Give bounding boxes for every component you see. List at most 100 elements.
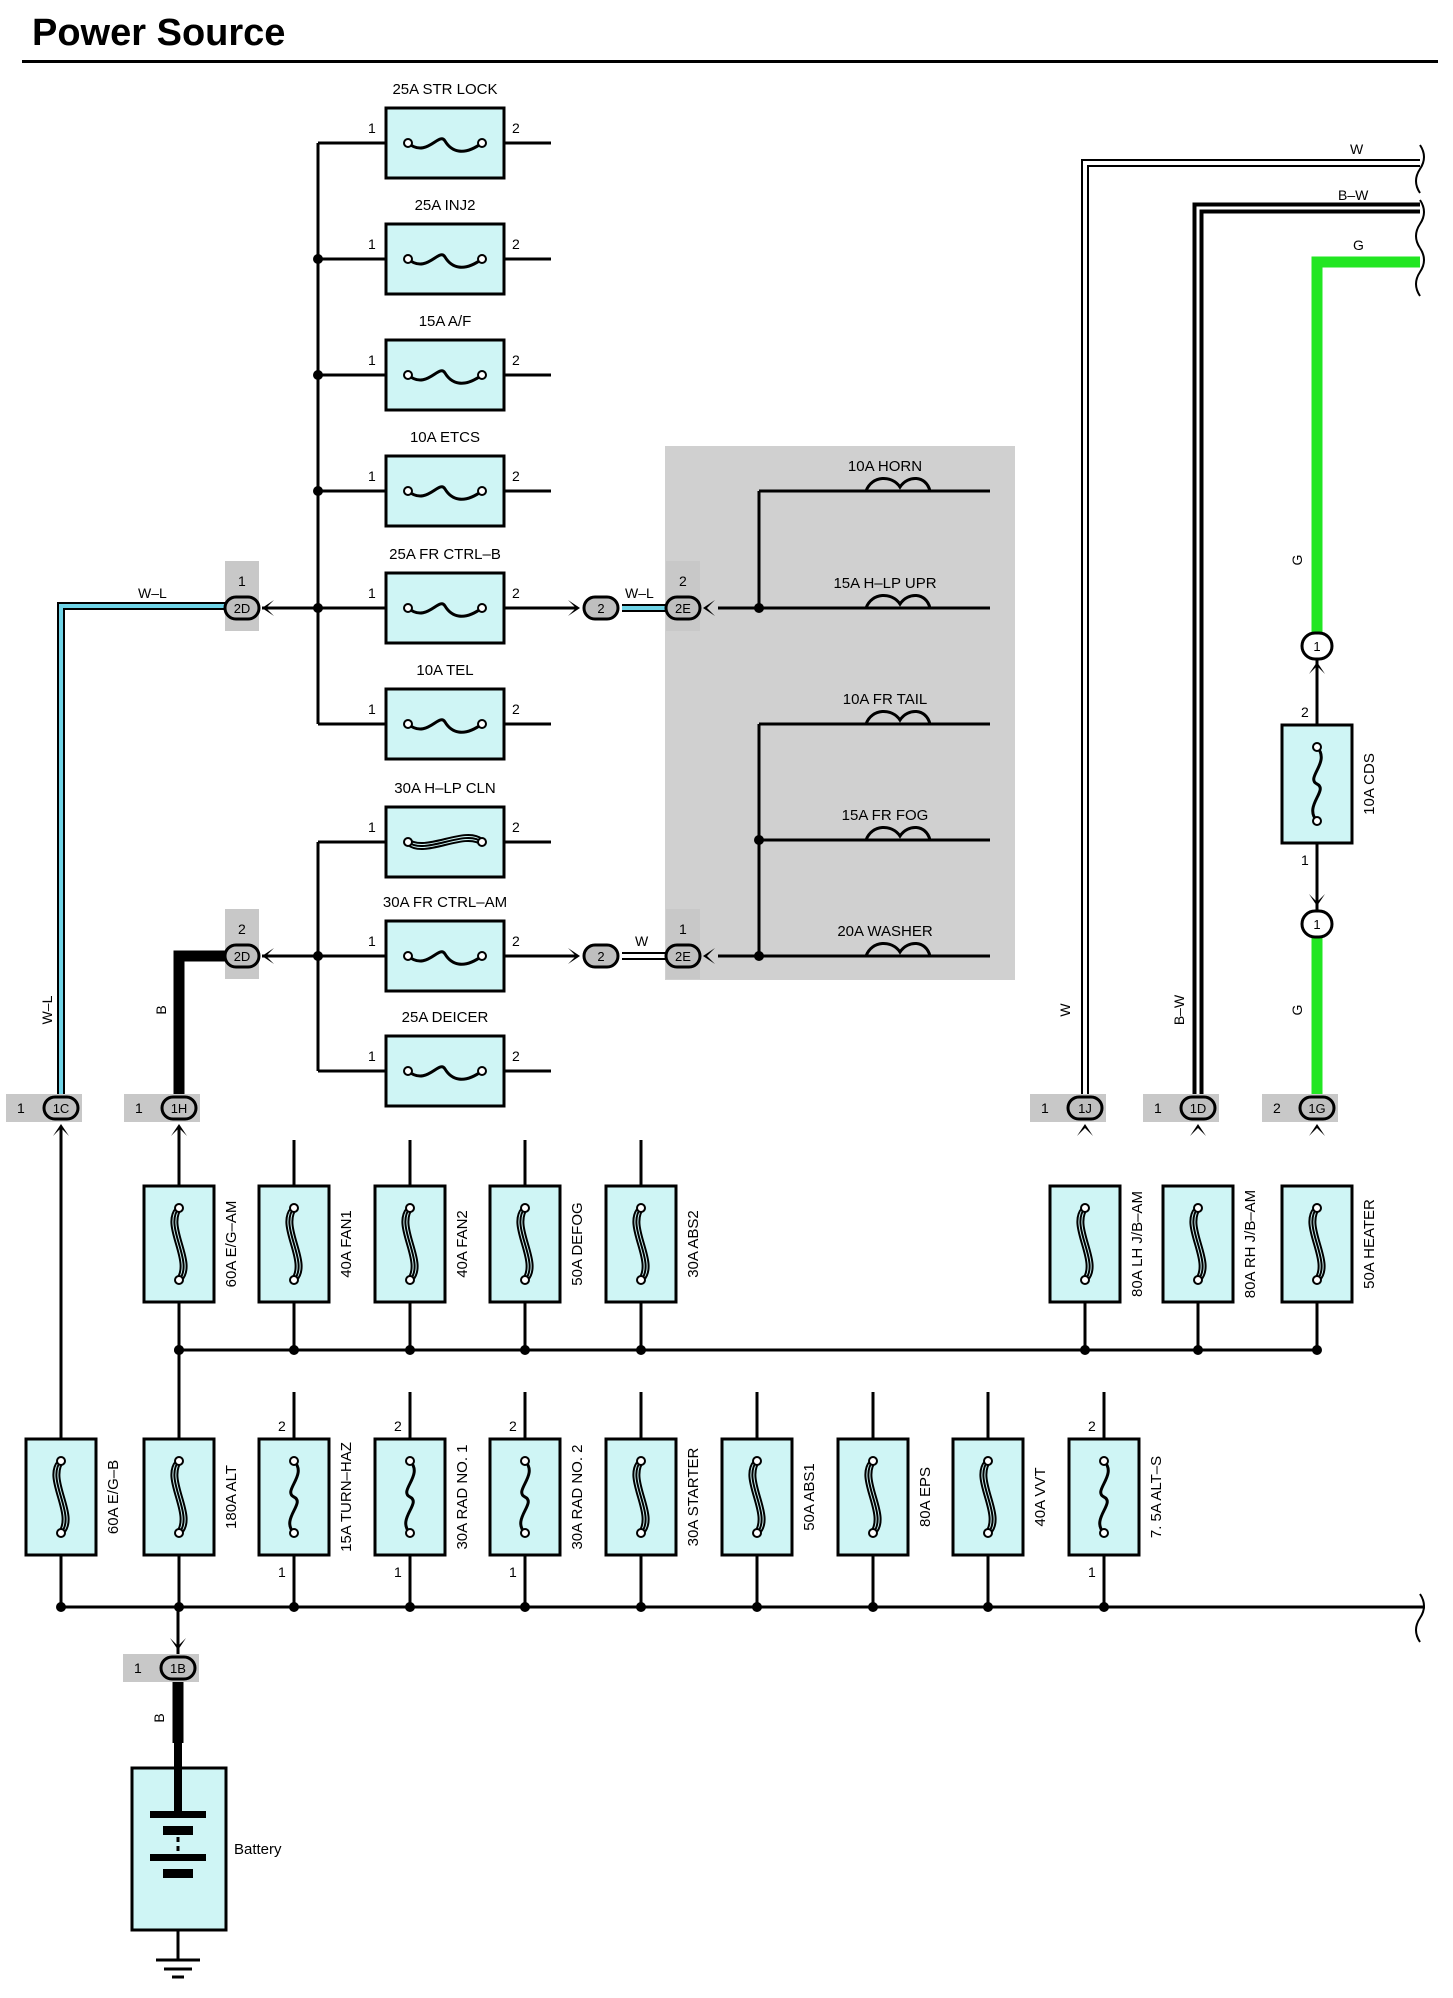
connector-1D: 1D1	[1143, 1094, 1219, 1122]
connector-1J-pin: 1	[1041, 1100, 1049, 1116]
wire-label-w-vert: W	[1057, 1003, 1073, 1017]
lower-fuse-element	[982, 1460, 994, 1534]
connector-2D-bottom-body	[223, 943, 261, 969]
jb-fuse-element	[864, 942, 932, 957]
upper-fuse-pin1: 1	[368, 585, 376, 601]
middle-fuse-element	[522, 1207, 534, 1281]
upper-fuse-label: 25A STR LOCK	[392, 81, 497, 98]
upper-fuse-element	[407, 253, 483, 269]
jb-fuse-label: 15A FR FOG	[842, 807, 929, 824]
connector-1H-code: 1H	[171, 1101, 188, 1116]
jb-fuse-label: 15A H–LP UPR	[833, 575, 936, 592]
lower-fuse-label: 15A TURN–HAZ	[338, 1442, 355, 1552]
wire-label-g-vert2: G	[1289, 1005, 1305, 1016]
middle-fuse-element	[1189, 1207, 1201, 1281]
connector-1H: 1H1	[124, 1094, 200, 1122]
connector-1C: 1C1	[6, 1094, 82, 1122]
upper-fuse-label: 10A ETCS	[410, 429, 480, 446]
connector-2E-top-pin: 2	[679, 573, 687, 589]
middle-fuse-element	[1076, 1207, 1088, 1281]
lower-fuse-element	[632, 1460, 644, 1534]
middle-bus-dot	[405, 1345, 415, 1355]
middle-fuse-terminal	[1312, 1203, 1322, 1213]
lower-fuse-terminal	[405, 1456, 415, 1466]
connector-2D-top-body	[223, 595, 261, 621]
middle-bus-dot	[1312, 1345, 1322, 1355]
lower-fuse-pin-bottom: 1	[394, 1564, 402, 1580]
lower-fuse-terminal	[1099, 1528, 1109, 1538]
upper-fuse-label: 15A A/F	[419, 313, 472, 330]
lower-fuse-label: 30A RAD NO. 1	[454, 1444, 471, 1549]
arrow-1-lower	[1309, 894, 1325, 906]
wire-breaks	[1415, 144, 1425, 1643]
connector-1G-pin: 2	[1273, 1100, 1281, 1116]
connector-2-bottom: 2	[582, 943, 620, 969]
middle-fuse-terminal	[1080, 1275, 1090, 1285]
jb-fuse-element	[864, 826, 932, 841]
wire-b-left	[173, 950, 238, 1096]
upper-fuse-terminal	[403, 370, 413, 380]
upper-bus-dot	[313, 951, 323, 961]
lower-fuse-element	[985, 1460, 997, 1534]
jb-fuse-label: 10A FR TAIL	[843, 691, 928, 708]
connector-1H-body	[160, 1095, 198, 1121]
lower-fuse-element	[176, 1460, 188, 1534]
lower-fuse-terminal	[868, 1528, 878, 1538]
wire-label-g-vert1: G	[1289, 555, 1305, 566]
middle-fuse-7: 50A HEATER	[1280, 1184, 1378, 1304]
upper-fuse-label: 25A FR CTRL–B	[389, 546, 501, 563]
jb-fuse-1: 15A H–LP UPR	[759, 575, 990, 610]
lower-fuse-terminal	[752, 1528, 762, 1538]
connector-1D-pin: 1	[1154, 1100, 1162, 1116]
lower-fuse-element	[638, 1460, 650, 1534]
arrow-2D-bottom	[262, 948, 274, 964]
middle-fuse-1: 40A FAN1	[257, 1184, 355, 1304]
upper-fuse-terminal	[477, 603, 487, 613]
middle-fuse-terminal	[1193, 1275, 1203, 1285]
connector-2-top-code: 2	[597, 601, 604, 616]
middle-fuse-element	[404, 1207, 416, 1281]
lower-fuse-pin-bottom: 1	[278, 1564, 286, 1580]
middle-fuse-label: 50A HEATER	[1361, 1199, 1378, 1289]
lower-bus-dot	[520, 1602, 530, 1612]
middle-bus-dot	[636, 1345, 646, 1355]
upper-fuse-label: 30A H–LP CLN	[394, 780, 495, 797]
cds-fuse-pin-bottom: 1	[1301, 852, 1309, 868]
lower-bus-dot	[1099, 1602, 1109, 1612]
middle-fuse-terminal	[289, 1275, 299, 1285]
lower-fuse-element	[52, 1460, 64, 1534]
wire-wl-left-outline	[57, 602, 238, 1096]
connector-2E-bottom-pin: 1	[679, 921, 687, 937]
middle-fuse-element	[1079, 1207, 1091, 1281]
middle-fuse-terminal	[1080, 1203, 1090, 1213]
alt-dot	[174, 1345, 184, 1355]
lower-bus-dot	[983, 1602, 993, 1612]
upper-bus-dot	[313, 486, 323, 496]
connector-1J: 1J1	[1030, 1094, 1106, 1122]
lower-fuse-element	[979, 1460, 991, 1534]
lower-fuse-terminal	[1099, 1456, 1109, 1466]
arrow-1J	[1077, 1124, 1093, 1136]
lower-fuse-element	[751, 1460, 763, 1534]
upper-fuse-label: 30A FR CTRL–AM	[383, 894, 507, 911]
wire-wl-left	[59, 604, 238, 1096]
arrow-1-upper	[1309, 662, 1325, 674]
middle-bus-dot	[520, 1345, 530, 1355]
connector-2D-bottom-code: 2D	[234, 949, 251, 964]
lower-bus-dot	[636, 1602, 646, 1612]
lower-fuse-terminal	[636, 1528, 646, 1538]
upper-fuse-element	[407, 137, 483, 153]
upper-fuse-element	[407, 485, 483, 501]
jb-fuse-3: 15A FR FOG	[759, 807, 990, 842]
cds-fuse-terminal	[1312, 816, 1322, 826]
middle-fuse-element	[401, 1207, 413, 1281]
middle-fuse-element	[176, 1207, 188, 1281]
lower-fuse-5: 30A STARTER	[604, 1437, 702, 1557]
upper-fuse-terminal	[477, 486, 487, 496]
